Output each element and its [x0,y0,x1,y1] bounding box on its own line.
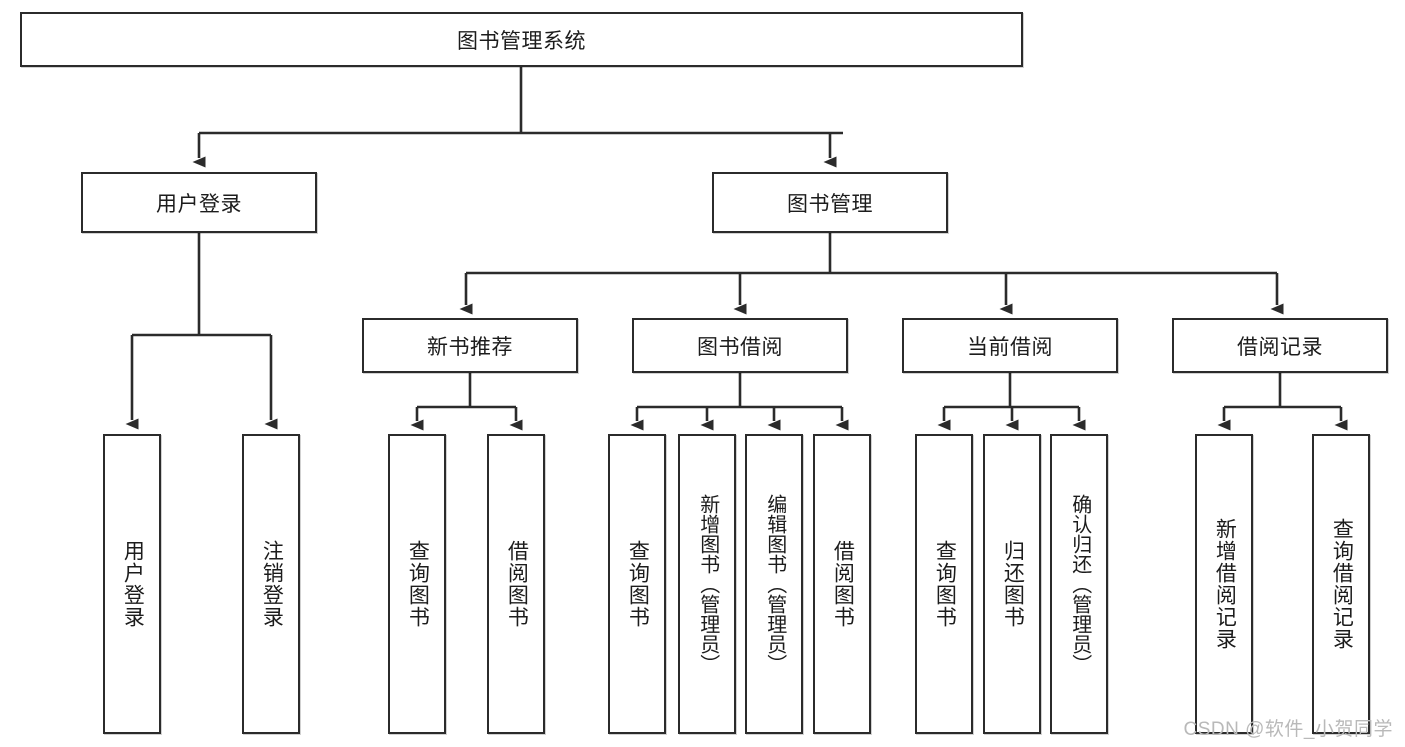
node-label: 查询借阅记录 [1330,518,1354,650]
node-label: 注销登录 [260,540,284,628]
node-label: 新书推荐 [427,335,513,359]
node-label: 图书管理 [787,192,873,216]
node-label: 查询图书 [626,540,650,628]
node-label: 图书管理系统 [457,29,586,53]
node-new-book-recommend[interactable]: 新书推荐 [362,318,578,373]
node-leaf-borrow-book-recommend[interactable]: 借阅图书 [487,434,545,734]
node-label: 新增借阅记录 [1213,518,1237,650]
node-leaf-user-login[interactable]: 用户登录 [103,434,161,734]
watermark-text: CSDN @软件_小贺同学 [1183,719,1393,740]
node-label: 用户登录 [121,540,145,628]
node-book-manage[interactable]: 图书管理 [712,172,948,233]
node-leaf-logout[interactable]: 注销登录 [242,434,300,734]
node-label: 借阅图书 [831,540,855,628]
node-leaf-query-borrow-record[interactable]: 查询借阅记录 [1312,434,1370,734]
node-label: 借阅记录 [1237,335,1323,359]
node-label: 确认归还（管理员） [1068,494,1091,674]
node-label: 编辑图书（管理员） [763,494,786,674]
node-leaf-return-book[interactable]: 归还图书 [983,434,1041,734]
node-label: 查询图书 [933,540,957,628]
node-book-borrow[interactable]: 图书借阅 [632,318,848,373]
node-label: 用户登录 [156,192,242,216]
node-root-system[interactable]: 图书管理系统 [20,12,1023,67]
node-borrow-record[interactable]: 借阅记录 [1172,318,1388,373]
node-leaf-add-borrow-record[interactable]: 新增借阅记录 [1195,434,1253,734]
node-leaf-edit-book[interactable]: 编辑图书（管理员） [745,434,803,734]
node-label: 新增图书（管理员） [696,494,719,674]
node-current-borrow[interactable]: 当前借阅 [902,318,1118,373]
node-leaf-query-book-recommend[interactable]: 查询图书 [388,434,446,734]
node-label: 当前借阅 [967,335,1053,359]
node-leaf-borrow-book[interactable]: 借阅图书 [813,434,871,734]
node-leaf-query-book-borrow[interactable]: 查询图书 [608,434,666,734]
node-leaf-add-book[interactable]: 新增图书（管理员） [678,434,736,734]
node-label: 查询图书 [406,540,430,628]
node-leaf-confirm-return[interactable]: 确认归还（管理员） [1050,434,1108,734]
node-label: 图书借阅 [697,335,783,359]
node-label: 归还图书 [1001,540,1025,628]
node-user-login[interactable]: 用户登录 [81,172,317,233]
node-label: 借阅图书 [505,540,529,628]
node-leaf-query-book-current[interactable]: 查询图书 [915,434,973,734]
